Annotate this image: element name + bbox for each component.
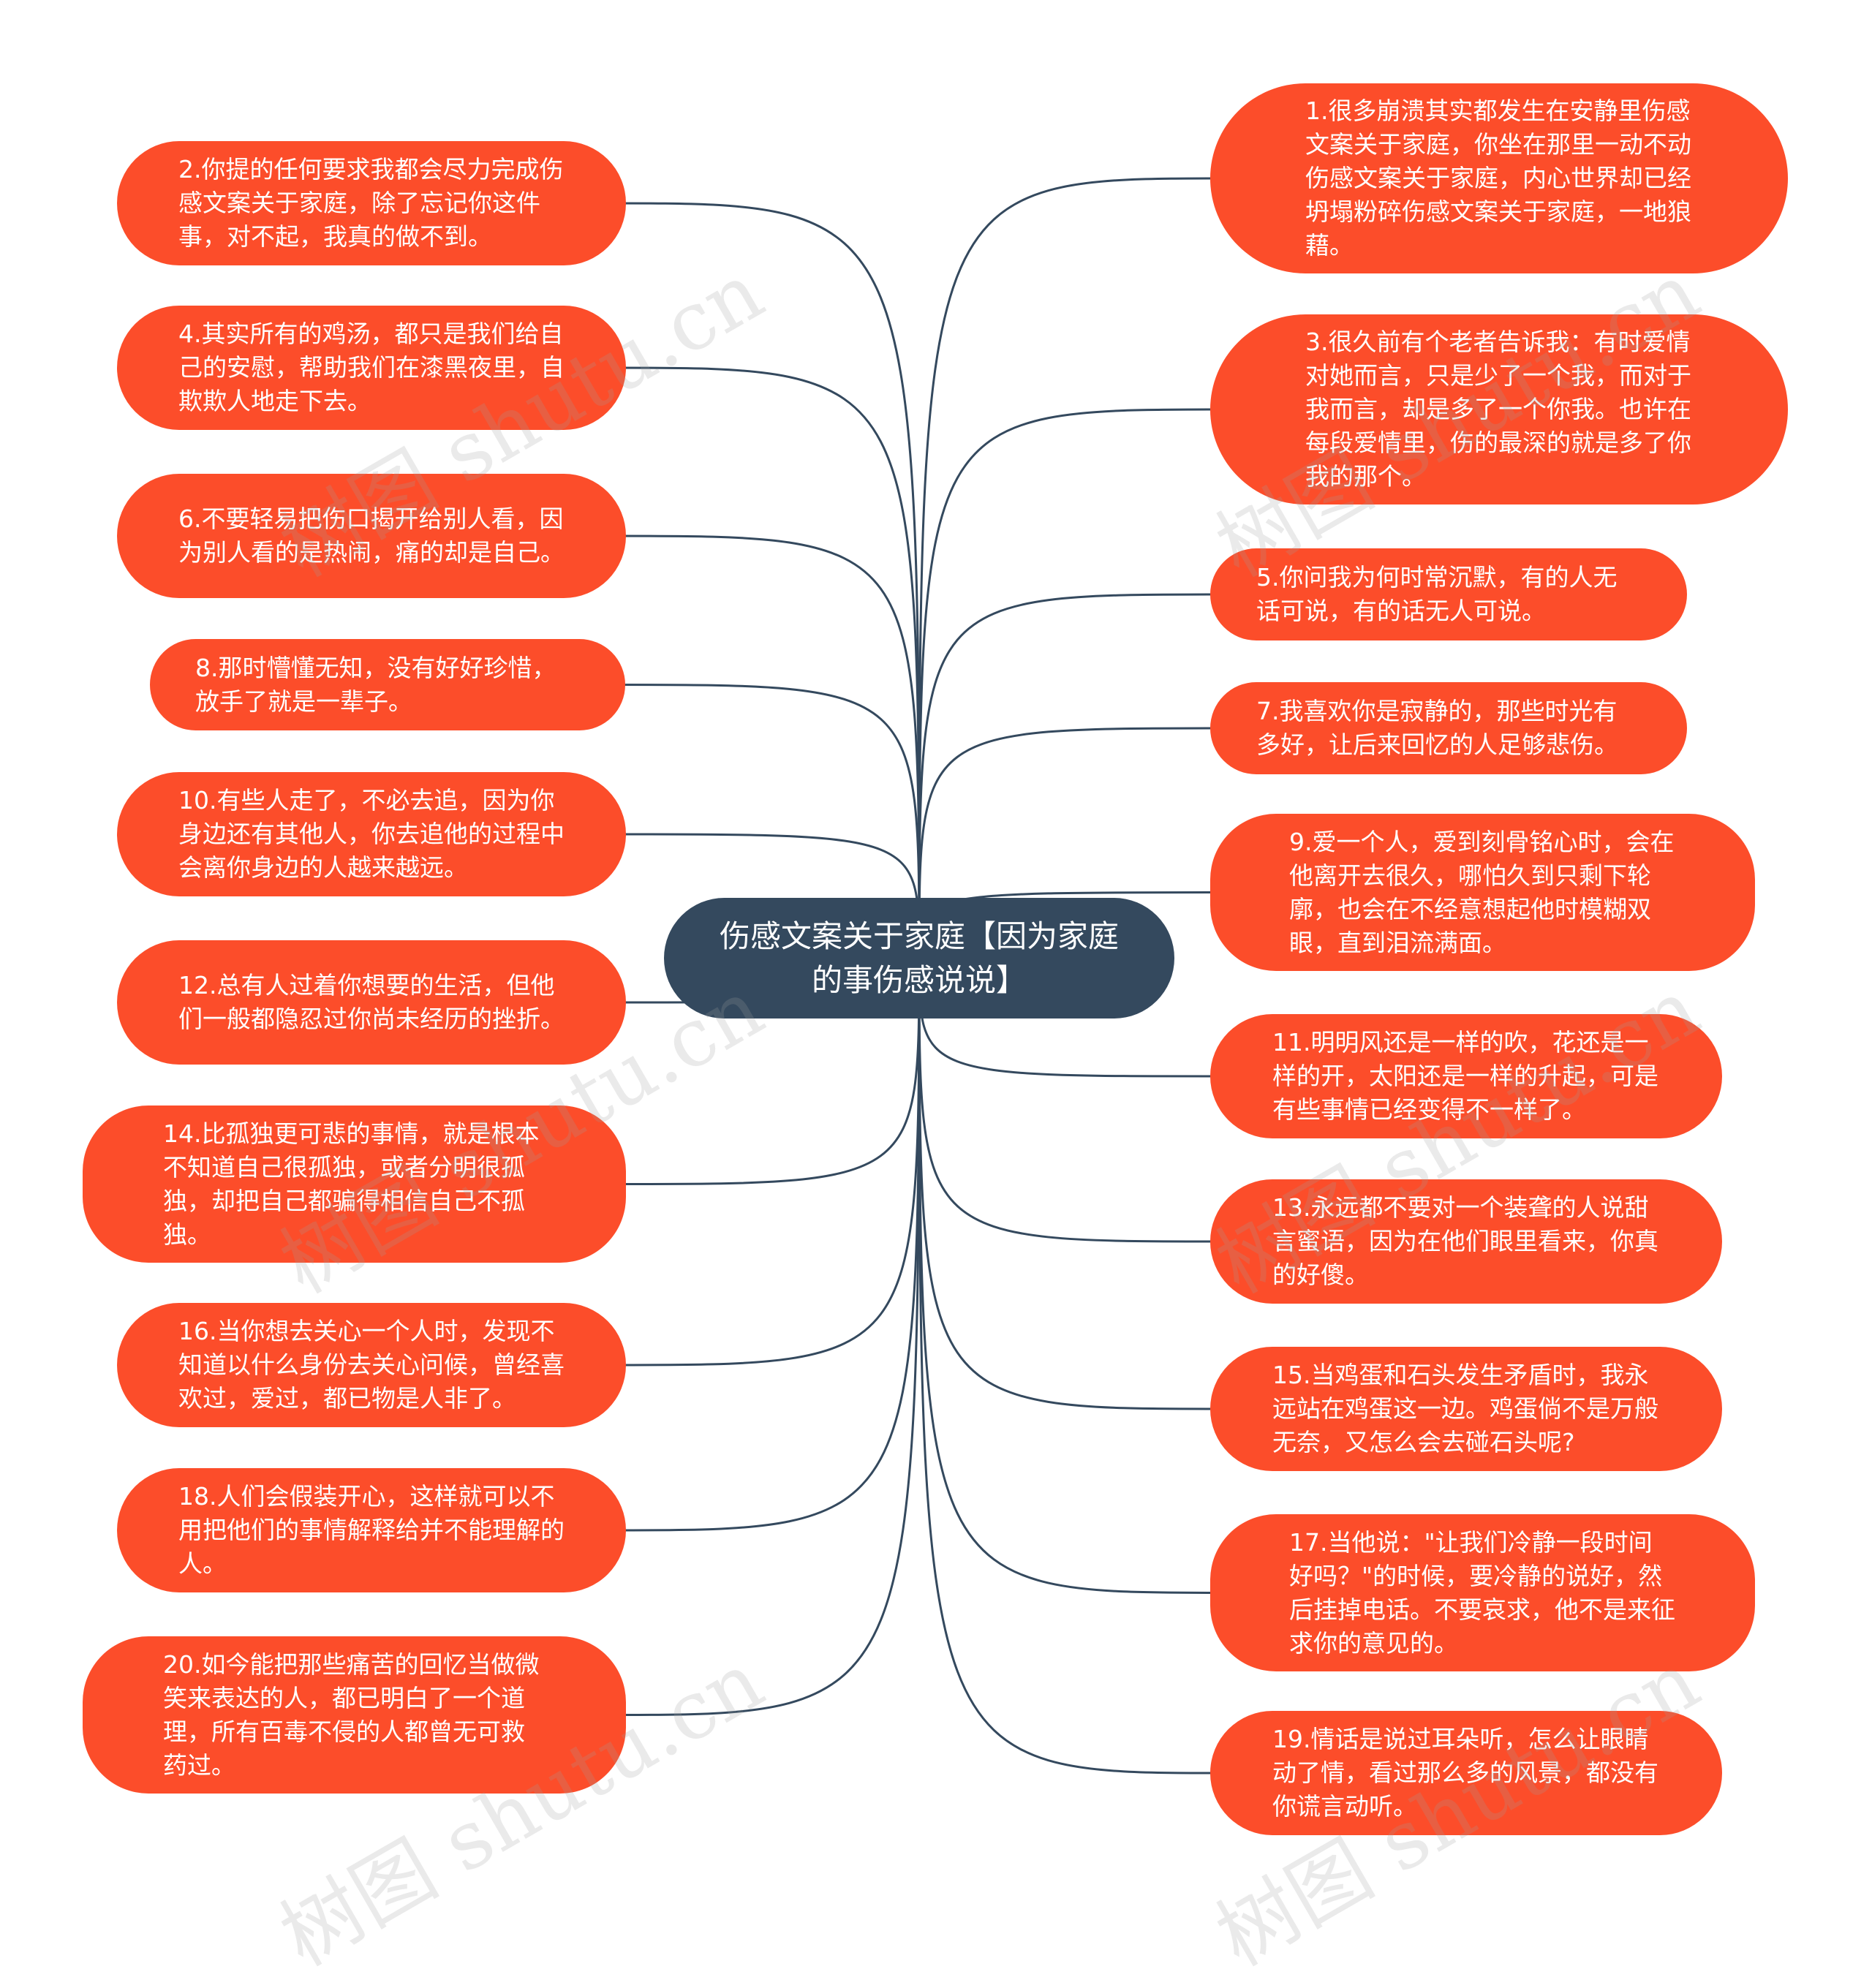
node-label: 9.爱一个人，爱到刻骨铭心时，会在他离开去很久，哪怕久到只剩下轮廓，也会在不经意… <box>1289 827 1675 957</box>
edge-n1 <box>918 177 1226 959</box>
node-label: 11.明明风还是一样的吹，花还是一样的开，太阳还是一样的升起，可是有些事情已经变… <box>1272 1028 1658 1124</box>
node-label: 17.当他说："让我们冷静一段时间好吗？"的时候，要冷静的说好，然后挂掉电话。不… <box>1289 1527 1675 1658</box>
node-label: 6.不要轻易把伤口揭开给别人看，因为别人看的是热闹，痛的却是自己。 <box>178 504 565 567</box>
node-label: 13.永远都不要对一个装聋的人说甜言蜜语，因为在他们眼里看来，你真的好傻。 <box>1272 1193 1658 1289</box>
node-n15[interactable]: 15.当鸡蛋和石头发生矛盾时，我永远站在鸡蛋这一边。鸡蛋倘不是万般无奈，又怎么会… <box>1210 1347 1722 1471</box>
edge-n18 <box>611 957 921 1532</box>
node-n12[interactable]: 12.总有人过着你想要的生活，但他们一般都隐忍过你尚未经历的挫折。 <box>117 940 626 1065</box>
node-label: 19.情话是说过耳朵听，怎么让眼睛动了情，看过那么多的风景，都没有你谎言动听。 <box>1272 1725 1658 1821</box>
node-label: 10.有些人走了，不必去追，因为你身边还有其他人，你去追他的过程中会离你身边的人… <box>178 786 565 882</box>
edge-n3 <box>918 408 1226 959</box>
node-label: 1.很多崩溃其实都发生在安静里伤感文案关于家庭，你坐在那里一动不动伤感文案关于家… <box>1305 97 1691 260</box>
edge-n19 <box>918 957 1226 1775</box>
node-n18[interactable]: 18.人们会假装开心，这样就可以不用把他们的事情解释给并不能理解的人。 <box>117 1468 626 1592</box>
node-label: 16.当你想去关心一个人时，发现不知道以什么身份去关心问候，曾经喜欢过，爱过，都… <box>178 1317 565 1413</box>
node-n13[interactable]: 13.永远都不要对一个装聋的人说甜言蜜语，因为在他们眼里看来，你真的好傻。 <box>1210 1179 1722 1304</box>
edge-n7 <box>918 727 1226 959</box>
node-n3[interactable]: 3.很久前有个老者告诉我：有时爱情对她而言，只是少了一个我，而对于我而言，却是多… <box>1210 314 1788 504</box>
edge-n2 <box>611 202 921 959</box>
node-label: 12.总有人过着你想要的生活，但他们一般都隐忍过你尚未经历的挫折。 <box>178 971 565 1033</box>
node-label: 20.如今能把那些痛苦的回忆当做微笑来表达的人，都已明白了一个道理，所有百毒不侵… <box>163 1649 540 1780</box>
node-n19[interactable]: 19.情话是说过耳朵听，怎么让眼睛动了情，看过那么多的风景，都没有你谎言动听。 <box>1210 1711 1722 1835</box>
edge-n20 <box>611 957 921 1716</box>
edge-n6 <box>611 534 921 959</box>
node-label: 8.那时懵懂无知，没有好好珍惜，放手了就是一辈子。 <box>195 653 556 716</box>
node-n4[interactable]: 4.其实所有的鸡汤，都只是我们给自己的安慰，帮助我们在漆黑夜里，自欺欺人地走下去… <box>117 306 626 430</box>
node-label: 2.你提的任何要求我都会尽力完成伤感文案关于家庭，除了忘记你这件事，对不起，我真… <box>178 155 564 251</box>
node-n16[interactable]: 16.当你想去关心一个人时，发现不知道以什么身份去关心问候，曾经喜欢过，爱过，都… <box>117 1303 626 1427</box>
node-n14[interactable]: 14.比孤独更可悲的事情，就是根本不知道自己很孤独，或者分明很孤独，却把自己都骗… <box>83 1106 626 1263</box>
node-n20[interactable]: 20.如今能把那些痛苦的回忆当做微笑来表达的人，都已明白了一个道理，所有百毒不侵… <box>83 1636 626 1794</box>
node-n1[interactable]: 1.很多崩溃其实都发生在安静里伤感文案关于家庭，你坐在那里一动不动伤感文案关于家… <box>1210 83 1788 273</box>
node-n10[interactable]: 10.有些人走了，不必去追，因为你身边还有其他人，你去追他的过程中会离你身边的人… <box>117 772 626 896</box>
edge-n15 <box>918 957 1226 1410</box>
central-topic[interactable]: 伤感文案关于家庭【因为家庭的事伤感说说】 <box>664 898 1174 1018</box>
edge-n5 <box>918 593 1226 959</box>
node-n6[interactable]: 6.不要轻易把伤口揭开给别人看，因为别人看的是热闹，痛的却是自己。 <box>117 474 626 598</box>
node-n17[interactable]: 17.当他说："让我们冷静一段时间好吗？"的时候，要冷静的说好，然后挂掉电话。不… <box>1210 1514 1755 1671</box>
node-label: 5.你问我为何时常沉默，有的人无话可说，有的话无人可说。 <box>1256 563 1618 625</box>
node-n9[interactable]: 9.爱一个人，爱到刻骨铭心时，会在他离开去很久，哪怕久到只剩下轮廓，也会在不经意… <box>1210 814 1755 971</box>
node-label: 4.其实所有的鸡汤，都只是我们给自己的安慰，帮助我们在漆黑夜里，自欺欺人地走下去… <box>178 320 565 415</box>
node-label: 7.我喜欢你是寂静的，那些时光有多好，让后来回忆的人足够悲伤。 <box>1256 697 1618 759</box>
node-n8[interactable]: 8.那时懵懂无知，没有好好珍惜，放手了就是一辈子。 <box>150 639 625 730</box>
node-label: 14.比孤独更可悲的事情，就是根本不知道自己很孤独，或者分明很孤独，却把自己都骗… <box>163 1119 540 1249</box>
edge-n17 <box>918 957 1226 1594</box>
node-label: 18.人们会假装开心，这样就可以不用把他们的事情解释给并不能理解的人。 <box>178 1482 565 1578</box>
node-n7[interactable]: 7.我喜欢你是寂静的，那些时光有多好，让后来回忆的人足够悲伤。 <box>1210 682 1687 774</box>
node-n2[interactable]: 2.你提的任何要求我都会尽力完成伤感文案关于家庭，除了忘记你这件事，对不起，我真… <box>117 141 626 265</box>
central-topic-label: 伤感文案关于家庭【因为家庭的事伤感说说】 <box>719 918 1119 998</box>
edge-n4 <box>611 366 921 959</box>
node-label: 15.当鸡蛋和石头发生矛盾时，我永远站在鸡蛋这一边。鸡蛋倘不是万般无奈，又怎么会… <box>1272 1361 1658 1456</box>
node-label: 3.很久前有个老者告诉我：有时爱情对她而言，只是少了一个我，而对于我而言，却是多… <box>1305 328 1691 491</box>
node-n11[interactable]: 11.明明风还是一样的吹，花还是一样的开，太阳还是一样的升起，可是有些事情已经变… <box>1210 1014 1722 1138</box>
node-n5[interactable]: 5.你问我为何时常沉默，有的人无话可说，有的话无人可说。 <box>1210 548 1687 640</box>
